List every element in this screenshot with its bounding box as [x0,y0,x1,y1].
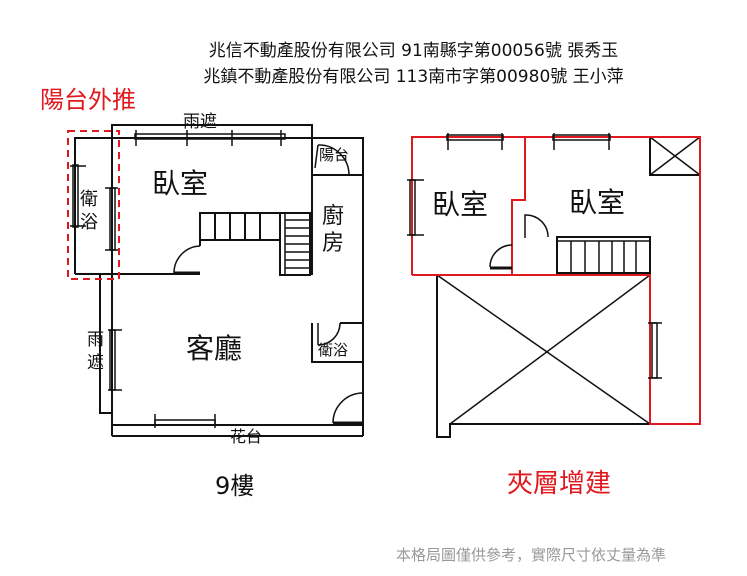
mezzanine-title: 夾層增建 [507,469,611,499]
disclaimer: 本格局圖僅供參考，實際尺寸依丈量為準 [396,546,666,564]
label-living-room: 客廳 [186,332,242,365]
label-bath-ext-2: 浴 [80,212,98,233]
mezzanine-plan [407,133,701,438]
label-awning-left-1: 雨 [87,330,104,350]
label-planter: 花台 [230,427,262,446]
label-bedroom: 臥室 [152,167,208,200]
label-balcony: 陽台 [319,146,349,164]
label-awning-top: 雨遮 [183,112,217,132]
floor9-plan [70,124,364,437]
label-kitchen-2: 房 [322,231,344,256]
label-awning-left-2: 遮 [87,353,104,373]
agency-line-2: 兆鎮不動產股份有限公司 113南市字第00980號 王小萍 [203,67,624,87]
agency-line-1: 兆信不動產股份有限公司 91南縣字第00056號 張秀玉 [208,41,619,61]
extension-dashed-outline [67,130,120,280]
floor9-title: 9樓 [215,472,254,500]
label-mezz-bedroom-right: 臥室 [569,186,625,219]
label-bath-small: 衛浴 [318,341,348,359]
label-mezz-bedroom-left: 臥室 [432,188,488,221]
label-bath-ext-1: 衛 [80,189,98,210]
label-kitchen-1: 廚 [322,204,344,229]
extension-annotation: 陽台外推 [40,86,136,114]
window-marks [70,130,286,428]
